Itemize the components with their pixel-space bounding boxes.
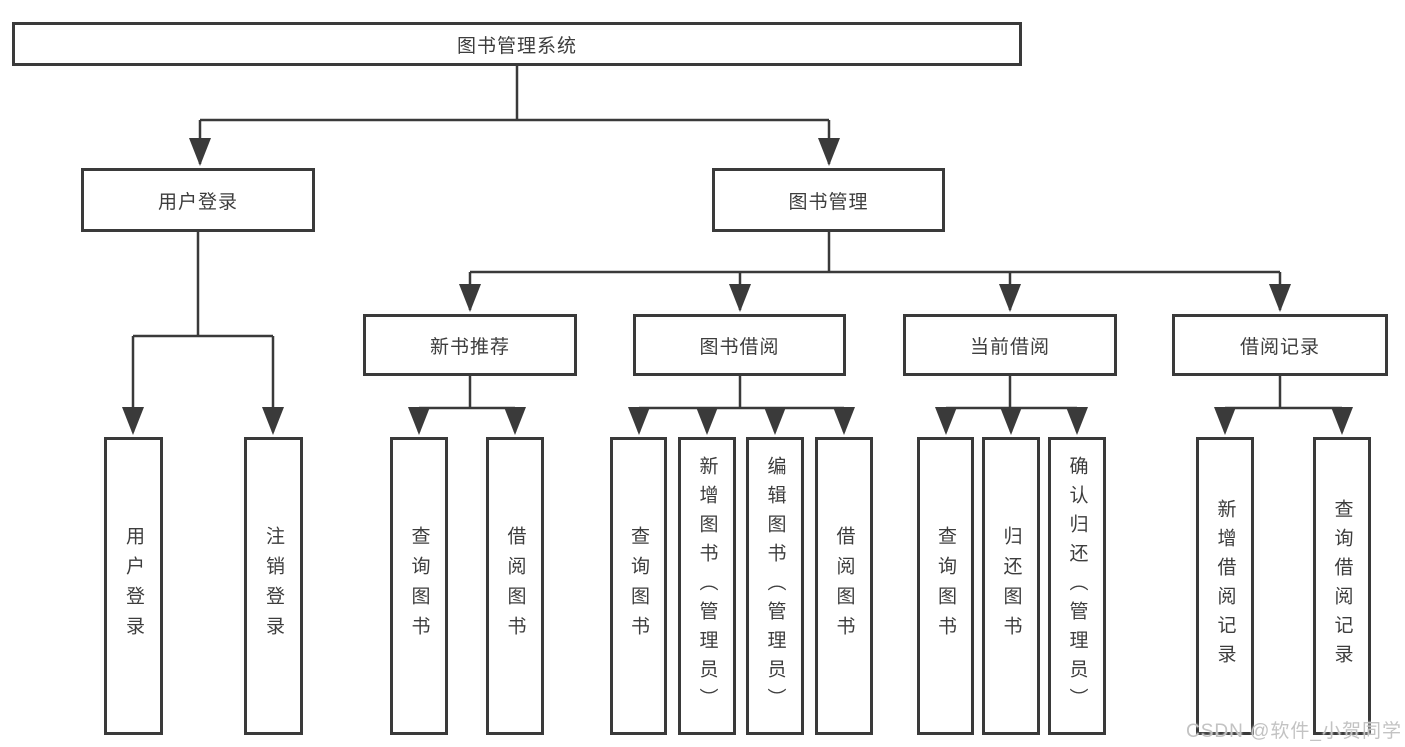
leaf-edit-book-admin-label: 编辑图书（管理员） bbox=[764, 455, 786, 717]
leaf-confirm-return-admin-label: 确认归还（管理员） bbox=[1066, 455, 1088, 717]
leaf-confirm-return-admin: 确认归还（管理员） bbox=[1048, 437, 1106, 735]
node-user-login-label: 用户登录 bbox=[157, 191, 238, 213]
leaf-query-borrow-record: 查询借阅记录 bbox=[1313, 437, 1371, 735]
node-borrow-records-label: 借阅记录 bbox=[1239, 336, 1320, 358]
node-book-borrow-label: 图书借阅 bbox=[699, 336, 780, 358]
leaf-query-book-2: 查询图书 bbox=[610, 437, 667, 735]
leaf-query-borrow-record-label: 查询借阅记录 bbox=[1331, 499, 1353, 673]
node-new-book-recommend: 新书推荐 bbox=[363, 314, 577, 376]
leaf-add-book-admin-label: 新增图书（管理员） bbox=[696, 455, 718, 717]
leaf-borrow-book-1: 借阅图书 bbox=[486, 437, 544, 735]
leaf-query-book-2-label: 查询图书 bbox=[628, 526, 649, 646]
leaf-query-book-1: 查询图书 bbox=[390, 437, 448, 735]
node-book-management: 图书管理 bbox=[712, 168, 945, 232]
leaf-borrow-book-2-label: 借阅图书 bbox=[833, 526, 855, 646]
arrowheads bbox=[122, 138, 1353, 435]
node-book-management-label: 图书管理 bbox=[788, 191, 869, 213]
leaf-add-borrow-record-label: 新增借阅记录 bbox=[1214, 499, 1236, 673]
connector-strokes bbox=[131, 66, 1344, 432]
leaf-add-borrow-record: 新增借阅记录 bbox=[1196, 437, 1254, 735]
leaf-user-login: 用户登录 bbox=[104, 437, 163, 735]
leaf-borrow-book-1-label: 借阅图书 bbox=[504, 526, 526, 646]
node-new-book-recommend-label: 新书推荐 bbox=[429, 336, 510, 358]
node-user-login: 用户登录 bbox=[81, 168, 315, 232]
leaf-logout: 注销登录 bbox=[244, 437, 303, 735]
leaf-query-book-1-label: 查询图书 bbox=[408, 526, 430, 646]
node-root-library-system: 图书管理系统 bbox=[12, 22, 1022, 66]
leaf-logout-label: 注销登录 bbox=[263, 526, 284, 646]
node-borrow-records: 借阅记录 bbox=[1172, 314, 1388, 376]
leaf-add-book-admin: 新增图书（管理员） bbox=[678, 437, 736, 735]
leaf-user-login-label: 用户登录 bbox=[123, 526, 144, 646]
node-book-borrow: 图书借阅 bbox=[633, 314, 846, 376]
leaf-query-book-3-label: 查询图书 bbox=[935, 526, 956, 646]
leaf-query-book-3: 查询图书 bbox=[917, 437, 974, 735]
leaf-borrow-book-2: 借阅图书 bbox=[815, 437, 873, 735]
node-current-borrow-label: 当前借阅 bbox=[969, 336, 1050, 358]
leaf-edit-book-admin: 编辑图书（管理员） bbox=[746, 437, 804, 735]
node-current-borrow: 当前借阅 bbox=[903, 314, 1117, 376]
node-root-label: 图书管理系统 bbox=[456, 35, 577, 57]
leaf-return-book-label: 归还图书 bbox=[1000, 526, 1022, 646]
leaf-return-book: 归还图书 bbox=[982, 437, 1040, 735]
csdn-watermark: CSDN @软件_小贺同学 bbox=[1186, 721, 1402, 742]
